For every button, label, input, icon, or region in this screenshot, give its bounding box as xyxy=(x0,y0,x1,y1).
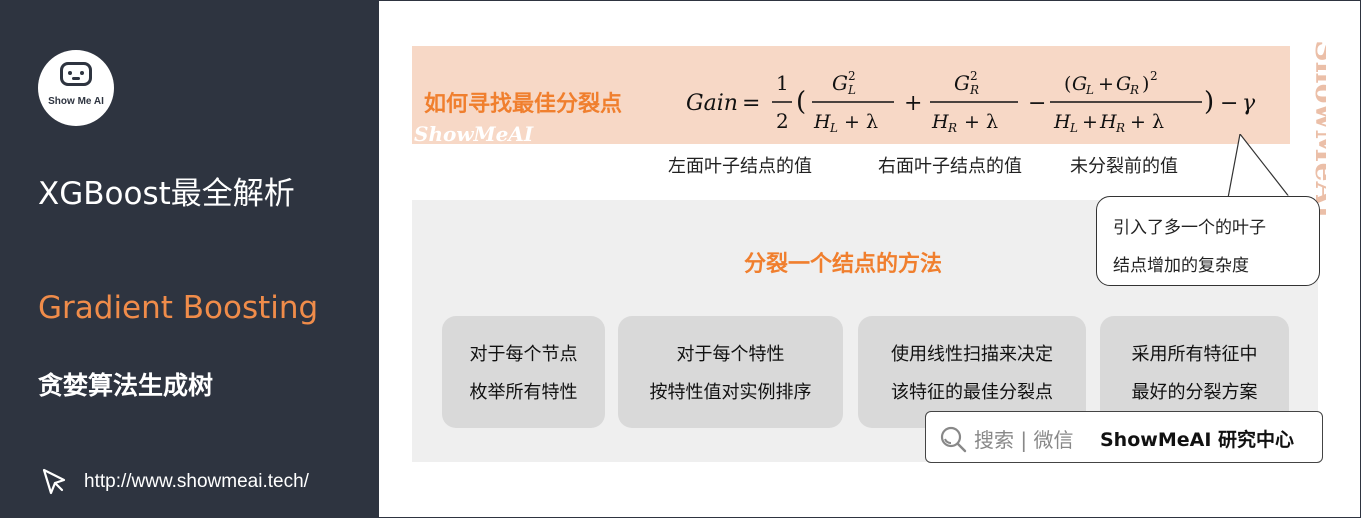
formula-band xyxy=(412,46,1290,144)
annotation-before-split: 未分裂前的值 xyxy=(1070,156,1178,177)
formula-title: 如何寻找最佳分裂点 xyxy=(424,92,623,117)
robot-face-icon xyxy=(60,62,92,86)
sidebar: Show Me AI XGBoost最全解析 Gradient Boosting… xyxy=(0,0,379,518)
complexity-callout: 引入了多一个的叶子 结点增加的复杂度 xyxy=(1096,196,1320,286)
svg-text:+: + xyxy=(1082,111,1098,133)
svg-text:2: 2 xyxy=(1150,69,1158,83)
page-title: XGBoost最全解析 xyxy=(38,176,295,212)
svg-text:L: L xyxy=(1069,121,1078,135)
method-title: 分裂一个结点的方法 xyxy=(744,252,943,277)
svg-text:(: ( xyxy=(1064,73,1071,95)
svg-text:L: L xyxy=(1085,83,1094,97)
svg-text:R: R xyxy=(947,121,957,135)
cursor-click-icon xyxy=(42,468,66,495)
annotation-right-leaf: 右面叶子结点的值 xyxy=(878,156,1022,177)
svg-text:L: L xyxy=(847,83,856,97)
svg-text:2: 2 xyxy=(970,69,978,83)
step-line-1: 对于每个节点 xyxy=(469,344,578,365)
svg-text:H: H xyxy=(1053,111,1071,133)
showmeai-logo[interactable]: Show Me AI xyxy=(38,50,114,126)
svg-text:L: L xyxy=(829,121,838,135)
svg-text:R: R xyxy=(1129,83,1139,97)
logo-text: Show Me AI xyxy=(48,96,104,107)
section-subtitle: Gradient Boosting xyxy=(38,290,319,326)
svg-text:): ) xyxy=(1204,87,1214,117)
svg-text:R: R xyxy=(1115,121,1125,135)
step-line-2: 枚举所有特性 xyxy=(469,382,578,403)
svg-text:+ λ: + λ xyxy=(844,111,878,133)
svg-text:H: H xyxy=(931,111,949,133)
svg-text:G: G xyxy=(1072,73,1087,95)
svg-text:(: ( xyxy=(796,87,806,117)
search-brand: ShowMeAI 研究中心 xyxy=(1100,429,1294,451)
svg-text:−: − xyxy=(1028,91,1046,116)
svg-text:+ λ: + λ xyxy=(1130,111,1164,133)
search-icon xyxy=(940,426,967,453)
callout-line-1: 引入了多一个的叶子 xyxy=(1113,218,1266,238)
step-line-1: 采用所有特征中 xyxy=(1131,344,1258,365)
step-line-2: 按特性值对实例排序 xyxy=(649,382,812,403)
website-link[interactable]: http://www.showmeai.tech/ xyxy=(84,471,309,492)
callout-pointer xyxy=(1227,134,1292,199)
section-subtitle-2: 贪婪算法生成树 xyxy=(38,371,214,400)
watermark-text: ShowMeAI xyxy=(414,122,534,146)
vertical-watermark: ShowMeAI xyxy=(1308,40,1326,219)
svg-text:R: R xyxy=(969,83,979,97)
svg-text:G: G xyxy=(832,71,848,95)
svg-text:ShowMeAI: ShowMeAI xyxy=(1308,40,1326,219)
svg-text:=: = xyxy=(742,91,760,116)
gain-formula: Gain = 1 2 ( G 2 L H L + λ + G 2 R H R +… xyxy=(686,69,1256,135)
step-line-1: 使用线性扫描来决定 xyxy=(891,344,1053,365)
search-label: 搜索 | 微信 xyxy=(974,428,1074,452)
svg-text:2: 2 xyxy=(776,109,789,133)
wechat-search-badge[interactable]: 搜索 | 微信 ShowMeAI 研究中心 xyxy=(925,411,1323,463)
svg-text:+ λ: + λ xyxy=(964,111,998,133)
svg-text:G: G xyxy=(1116,73,1131,95)
svg-text:H: H xyxy=(1099,111,1117,133)
svg-text:−: − xyxy=(1220,91,1238,116)
step-line-1: 对于每个特性 xyxy=(676,344,785,365)
svg-text:+: + xyxy=(1098,73,1114,95)
svg-text:H: H xyxy=(813,111,831,133)
svg-text:G: G xyxy=(954,71,970,95)
svg-text:1: 1 xyxy=(776,71,789,95)
step-card: 使用线性扫描来决定 该特征的最佳分裂点 xyxy=(858,316,1086,428)
svg-text:γ: γ xyxy=(1242,91,1256,116)
step-card: 对于每个节点 枚举所有特性 xyxy=(442,316,605,428)
step-card: 对于每个特性 按特性值对实例排序 xyxy=(618,316,843,428)
svg-text:Gain: Gain xyxy=(686,91,738,116)
step-line-2: 该特征的最佳分裂点 xyxy=(891,382,1053,403)
svg-text:+: + xyxy=(904,91,922,116)
step-line-2: 最好的分裂方案 xyxy=(1131,382,1258,403)
svg-text:2: 2 xyxy=(848,69,856,83)
svg-text:): ) xyxy=(1142,73,1149,95)
annotation-left-leaf: 左面叶子结点的值 xyxy=(668,156,812,177)
step-card: 采用所有特征中 最好的分裂方案 xyxy=(1100,316,1289,428)
callout-line-2: 结点增加的复杂度 xyxy=(1113,256,1249,276)
